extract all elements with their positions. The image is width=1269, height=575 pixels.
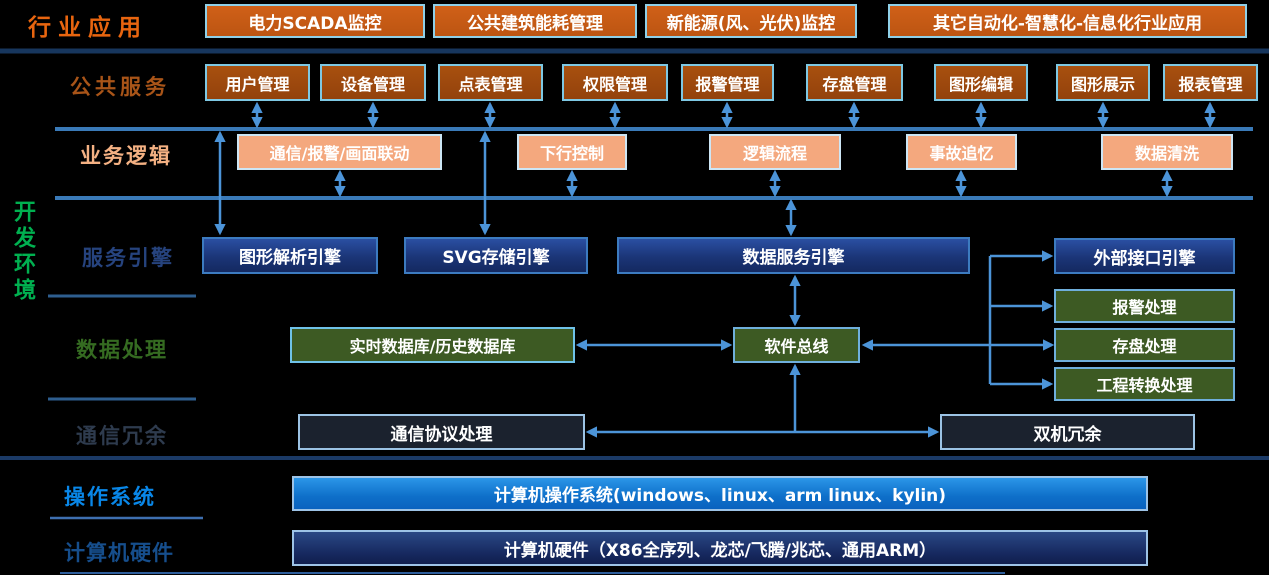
industry-app-box: 其它自动化-智慧化-信息化行业应用	[888, 4, 1247, 38]
service-bus-arrows	[251, 101, 1216, 129]
public-service-box: 图形编辑	[934, 64, 1028, 101]
industry-app-box: 公共建筑能耗管理	[433, 4, 637, 38]
business-logic-box: 逻辑流程	[709, 134, 841, 170]
service-engine-box: SVG存储引擎	[404, 237, 588, 274]
branch-arrows	[861, 250, 1055, 390]
service-engine-box: 数据服务引擎	[617, 237, 970, 274]
realtime-db-box: 实时数据库/历史数据库	[290, 327, 575, 363]
dual-redundancy-box: 双机冗余	[940, 414, 1195, 450]
row-label-industry: 行业应用	[28, 15, 148, 41]
public-service-box: 报警管理	[681, 64, 774, 101]
comm-protocol-box: 通信协议处理	[298, 414, 585, 450]
public-service-box: 报表管理	[1163, 64, 1258, 101]
row-label-hw: 计算机硬件	[64, 541, 174, 565]
side-label-dev-environment: 开发环境	[10, 200, 35, 304]
row-label-logic: 业务逻辑	[80, 144, 172, 168]
hw-bar: 计算机硬件（X86全序列、龙芯/飞腾/兆芯、通用ARM）	[292, 530, 1148, 566]
software-bus-box: 软件总线	[733, 327, 860, 363]
public-service-box: 用户管理	[205, 64, 310, 101]
public-service-box: 点表管理	[438, 64, 543, 101]
os-bar: 计算机操作系统(windows、linux、arm linux、kylin)	[292, 476, 1148, 511]
row-label-engines: 服务引擎	[82, 246, 174, 270]
public-service-box: 设备管理	[320, 64, 426, 101]
redundancy-arrows	[585, 363, 940, 438]
row-label-comm: 通信冗余	[76, 424, 168, 448]
business-logic-box: 通信/报警/画面联动	[237, 134, 442, 170]
business-logic-box: 下行控制	[517, 134, 627, 170]
service-engine-box: 外部接口引擎	[1054, 238, 1235, 274]
industry-app-box: 电力SCADA监控	[205, 4, 425, 38]
data-process-box: 报警处理	[1054, 289, 1235, 323]
public-service-box: 存盘管理	[806, 64, 903, 101]
business-logic-box: 数据清洗	[1101, 134, 1233, 170]
data-process-box: 存盘处理	[1054, 328, 1235, 362]
logic-bus-arrows	[334, 169, 1173, 198]
public-service-box: 权限管理	[562, 64, 668, 101]
data-process-box: 工程转换处理	[1054, 367, 1235, 401]
industry-app-box: 新能源(风、光伏)监控	[645, 4, 857, 38]
row-label-services: 公共服务	[70, 75, 170, 99]
row-label-data: 数据处理	[76, 338, 168, 362]
service-engine-box: 图形解析引擎	[202, 237, 378, 274]
row-label-os: 操作系统	[64, 485, 156, 509]
business-logic-box: 事故追忆	[906, 134, 1017, 170]
public-service-box: 图形展示	[1056, 64, 1150, 101]
